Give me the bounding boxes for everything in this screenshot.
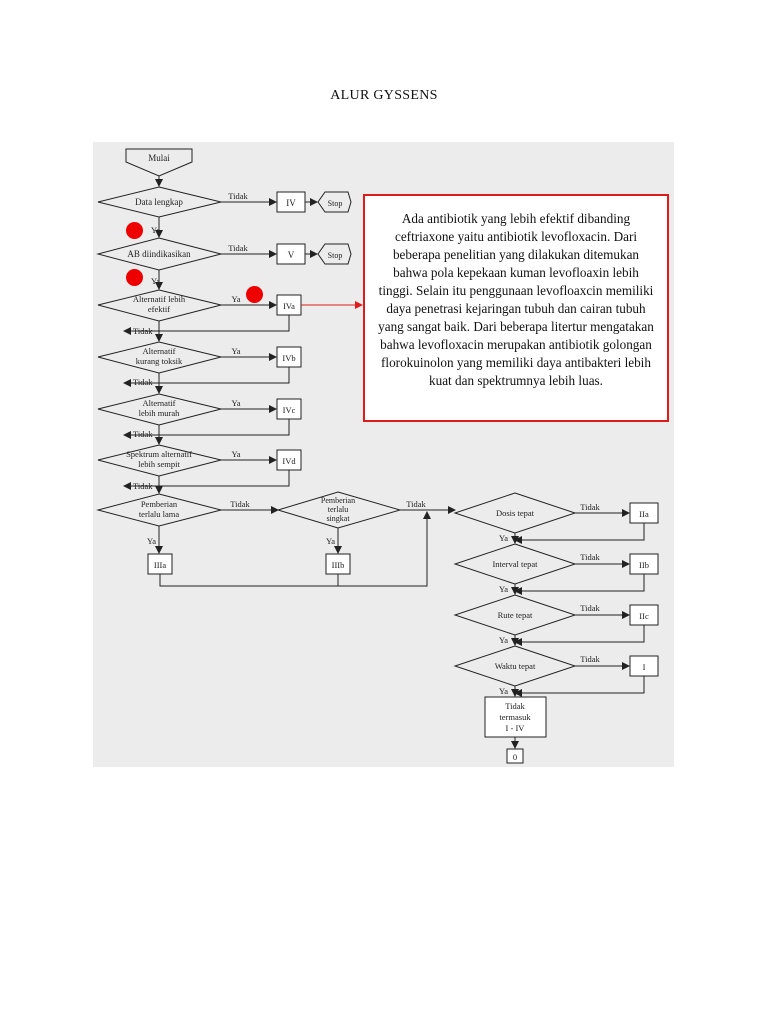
highlight-dot-ya-1: [126, 222, 143, 239]
category-iib-label: IIb: [639, 560, 649, 570]
yes-label: Ya: [231, 346, 240, 356]
decision-ab-diindikasikan-label: AB diindikasikan: [127, 249, 191, 259]
decision-alternatif-murah-line1: Alternatif: [142, 398, 175, 408]
category-zero-box: [506, 748, 524, 764]
category-ivd-label: IVd: [282, 456, 296, 466]
highlight-dot-ya-3: [246, 286, 263, 303]
category-iia-label: IIa: [639, 509, 649, 519]
yes-label: Ya: [151, 225, 160, 235]
annotation-note-text: Ada antibiotik yang lebih efektif diband…: [378, 211, 654, 388]
no-label: Tidak: [133, 377, 153, 387]
stop-terminal-1: [317, 191, 352, 213]
no-label: Tidak: [133, 481, 153, 491]
category-iva-label: IVa: [283, 301, 295, 311]
decision-rute-tepat-label: Rute tepat: [498, 610, 533, 620]
category-iic-label: IIc: [639, 611, 649, 621]
decision-pemberian-lama-line1: Pemberian: [141, 499, 178, 509]
yes-label: Ya: [231, 449, 240, 459]
category-i-label: I: [643, 662, 646, 672]
yes-label: Ya: [326, 536, 335, 546]
category-iiib-label: IIIb: [332, 560, 345, 570]
yes-label: Ya: [231, 294, 240, 304]
decision-pemberian-singkat-line2: terlalu: [328, 505, 348, 514]
decision-data-lengkap-label: Data lengkap: [135, 197, 183, 207]
decision-pemberian-lama-line2: terlalu lama: [139, 509, 180, 519]
decision-pemberian-singkat-line1: Pemberian: [321, 496, 355, 505]
start-label: Mulai: [148, 153, 170, 163]
no-label: Tidak: [228, 243, 248, 253]
note-connector-arrowhead: [355, 301, 363, 309]
page-title: ALUR GYSSENS: [330, 88, 438, 103]
stop-terminal-2: [317, 243, 352, 265]
yes-label: Ya: [231, 398, 240, 408]
yes-label: Ya: [151, 276, 160, 286]
stop-label: Stop: [328, 199, 343, 208]
decision-alternatif-murah-line2: lebih murah: [139, 408, 181, 418]
category-ivc-label: IVc: [283, 405, 296, 415]
yes-label: Ya: [499, 584, 508, 594]
stop-label: Stop: [328, 251, 343, 260]
no-label: Tidak: [580, 603, 600, 613]
annotation-note-box: Ada antibiotik yang lebih efektif diband…: [363, 194, 669, 422]
decision-spektrum-sempit-line2: lebih sempit: [138, 459, 180, 469]
decision-alternatif-efektif-line1: Alternatif lebih: [133, 294, 186, 304]
yes-label: Ya: [147, 536, 156, 546]
decision-waktu-tepat-label: Waktu tepat: [495, 661, 536, 671]
flowchart-svg: Mulai Data lengkap Tidak IV Stop Ya AB d…: [96, 148, 659, 764]
category-ivb-label: IVb: [282, 353, 295, 363]
not-included-line2: termasuk: [499, 712, 531, 722]
not-included-box: [484, 696, 547, 738]
decision-spektrum-sempit-line1: Spektrum alternatif: [126, 449, 192, 459]
no-label: Tidak: [406, 499, 426, 509]
category-iiia-label: IIIa: [154, 560, 166, 570]
category-zero-label: 0: [513, 752, 517, 762]
no-label: Tidak: [580, 552, 600, 562]
yes-label: Ya: [499, 686, 508, 696]
not-included-line1: Tidak: [505, 701, 525, 711]
no-label: Tidak: [580, 502, 600, 512]
no-label: Tidak: [580, 654, 600, 664]
no-label: Tidak: [133, 429, 153, 439]
yes-label: Ya: [499, 533, 508, 543]
decision-alternatif-toksik-line1: Alternatif: [142, 346, 175, 356]
decision-alternatif-toksik-line2: kurang toksik: [136, 356, 183, 366]
decision-dosis-tepat-label: Dosis tepat: [496, 508, 535, 518]
highlight-dot-ya-2: [126, 269, 143, 286]
category-iv-label: IV: [286, 198, 296, 208]
yes-label: Ya: [499, 635, 508, 645]
decision-alternatif-efektif-line2: efektif: [148, 304, 170, 314]
category-v-label: V: [288, 250, 295, 260]
decision-interval-tepat-label: Interval tepat: [492, 559, 538, 569]
no-label: Tidak: [230, 499, 250, 509]
no-label: Tidak: [133, 326, 153, 336]
decision-pemberian-singkat-line3: singkat: [326, 514, 350, 523]
start-terminal: [125, 148, 193, 177]
not-included-line3: I - IV: [506, 723, 526, 733]
no-label: Tidak: [228, 191, 248, 201]
